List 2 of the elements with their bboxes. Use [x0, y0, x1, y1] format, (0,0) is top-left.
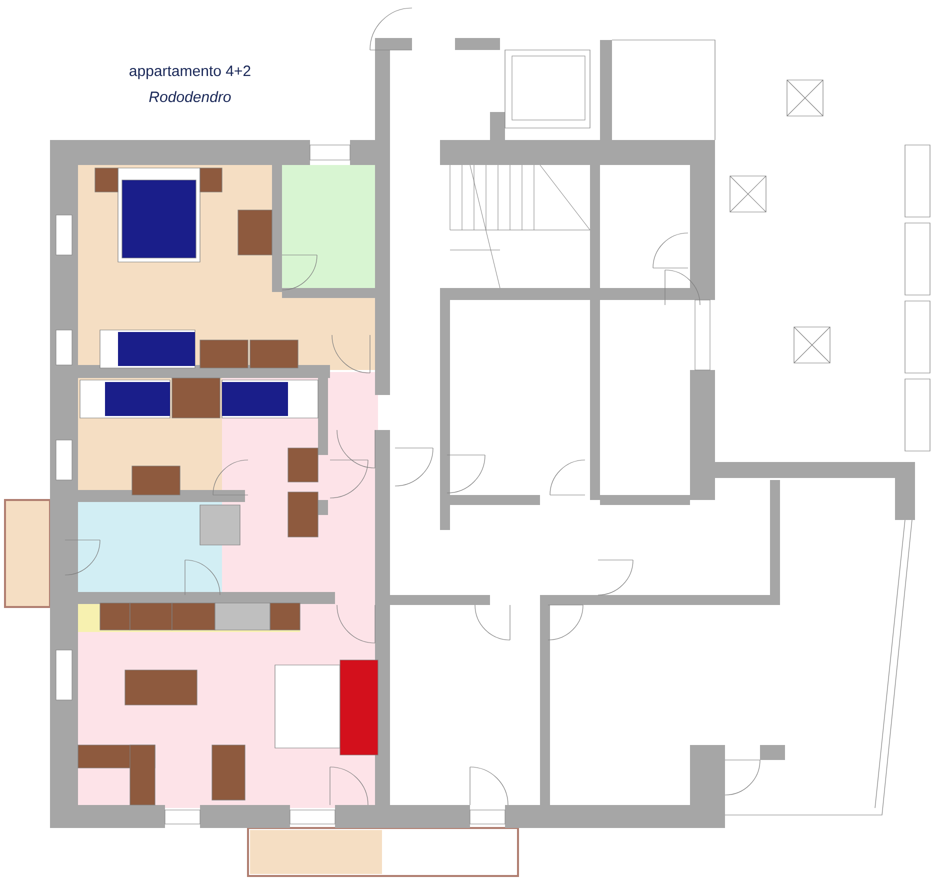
- title: appartamento 4+2: [130, 66, 250, 80]
- subtitle: Rododendro: [149, 91, 231, 102]
